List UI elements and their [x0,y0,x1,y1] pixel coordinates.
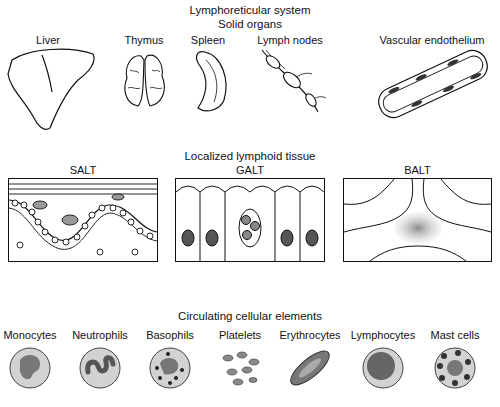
vessel-drawing [374,46,492,122]
tissue-box: GALT [175,164,325,262]
section-heading: Localized lymphoid tissue [184,150,315,163]
box-heading: BALT [343,164,492,177]
basophil-drawing [150,348,190,388]
erythrocyte-drawing [286,346,334,391]
gut-tissue-drawing [176,186,324,261]
part-label: Mast cells [431,329,480,342]
skin-tissue-drawing [9,184,157,255]
part-label: Thymus [124,34,163,47]
neutrophil-drawing [80,348,120,388]
part-label: Lymph nodes [257,34,323,47]
box-frame [343,178,492,262]
section-heading: Circulating cellular elements [178,310,322,323]
spleen-drawing [197,52,226,111]
lymphocyte-drawing [363,348,403,388]
liver-drawing [8,49,94,129]
platelet-drawing [223,352,259,385]
part-label: Platelets [219,329,261,342]
part-label: Neutrophils [72,329,128,342]
box-heading: GALT [175,164,325,177]
tissue-box: BALT [343,164,492,262]
box-frame [175,178,325,262]
thymus-drawing [125,55,164,106]
box-heading: SALT [8,164,158,177]
part-label: Vascular endothelium [380,34,485,47]
lymph-node-drawing [262,50,326,112]
part-label: Monocytes [3,329,56,342]
bronchus-tissue-drawing [344,179,491,261]
box-frame [8,178,158,262]
part-label: Basophils [146,329,194,342]
part-label: Erythrocytes [279,329,340,342]
part-label: Lymphocytes [351,329,415,342]
section-heading: Solid organs [218,18,282,31]
tissue-box: SALT [8,164,158,262]
part-label: Liver [36,34,60,47]
part-label: Spleen [191,34,225,47]
monocyte-drawing [10,348,50,388]
mast-cell-drawing [435,348,475,388]
diagram-title: Lymphoreticular system [189,4,310,17]
